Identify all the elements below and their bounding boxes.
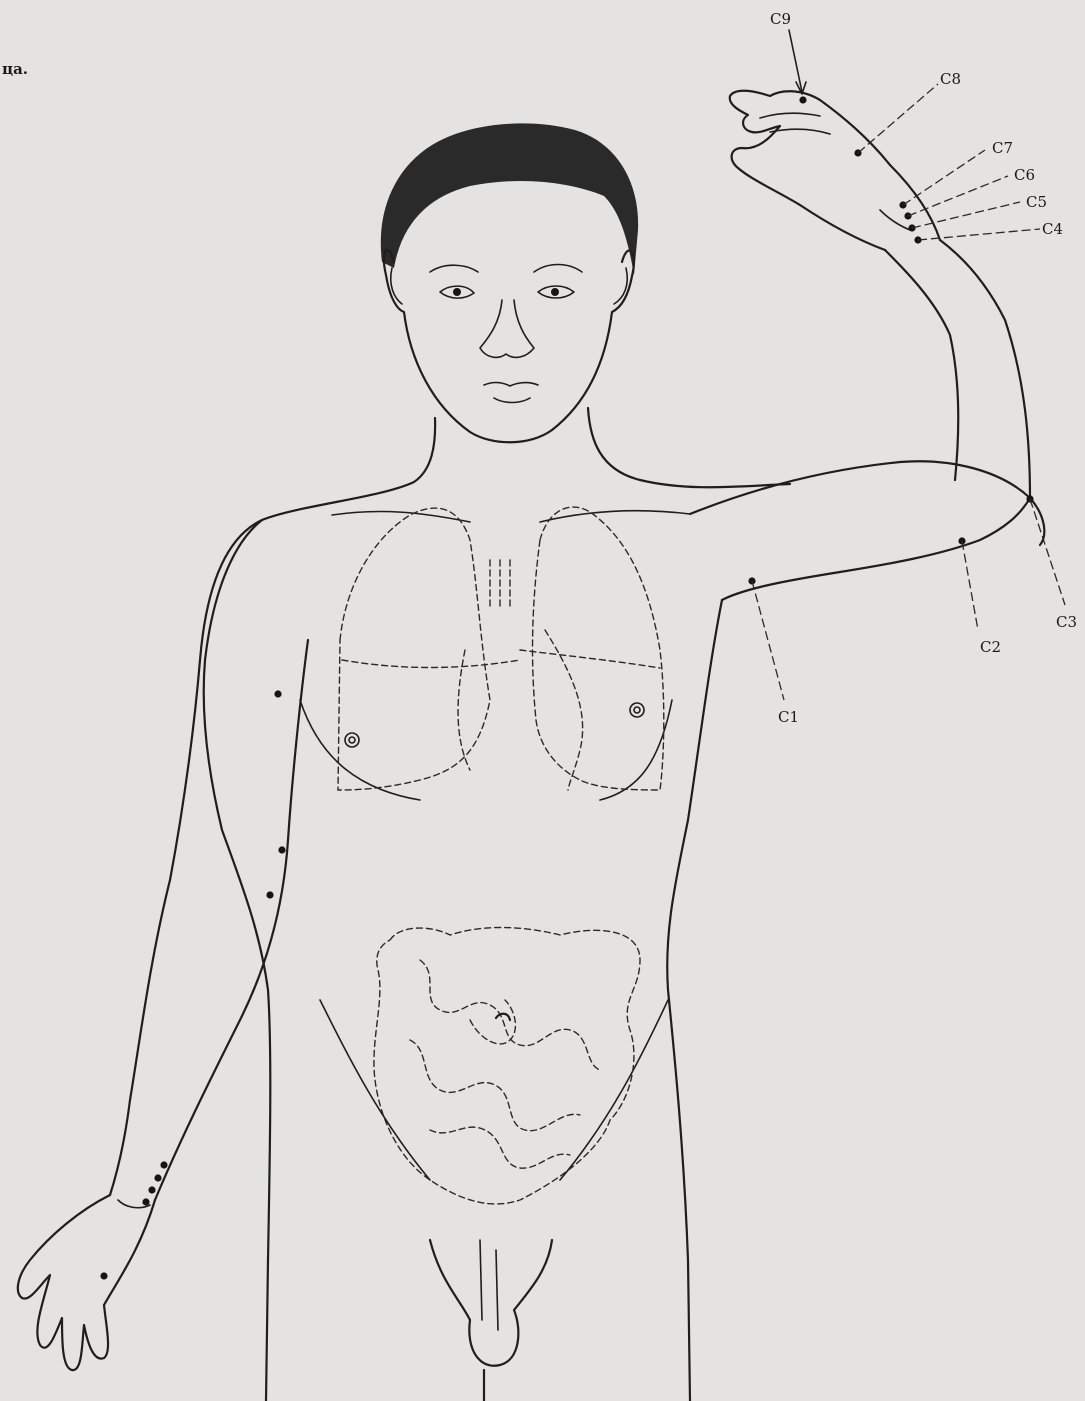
label-c6: C6 xyxy=(1014,166,1035,184)
label-c9: C9 xyxy=(770,10,791,28)
caption-fragment: ца. xyxy=(2,60,28,78)
label-c7: C7 xyxy=(992,139,1013,157)
acupoint-markers xyxy=(100,96,1033,1279)
left-arm xyxy=(18,520,308,1370)
intestines xyxy=(374,928,640,1204)
label-c5: C5 xyxy=(1026,193,1047,211)
label-c1: C1 xyxy=(778,708,799,726)
label-c3: C3 xyxy=(1056,613,1077,631)
label-c8: C8 xyxy=(940,70,961,88)
lungs xyxy=(338,507,664,790)
point-labels: C1 C2 C3 C4 C5 C6 C7 C8 C9 xyxy=(770,10,1077,726)
label-c2: C2 xyxy=(980,638,1001,656)
head xyxy=(381,123,638,442)
right-arm xyxy=(690,91,1044,600)
label-c4: C4 xyxy=(1042,220,1063,238)
torso xyxy=(204,408,790,1401)
